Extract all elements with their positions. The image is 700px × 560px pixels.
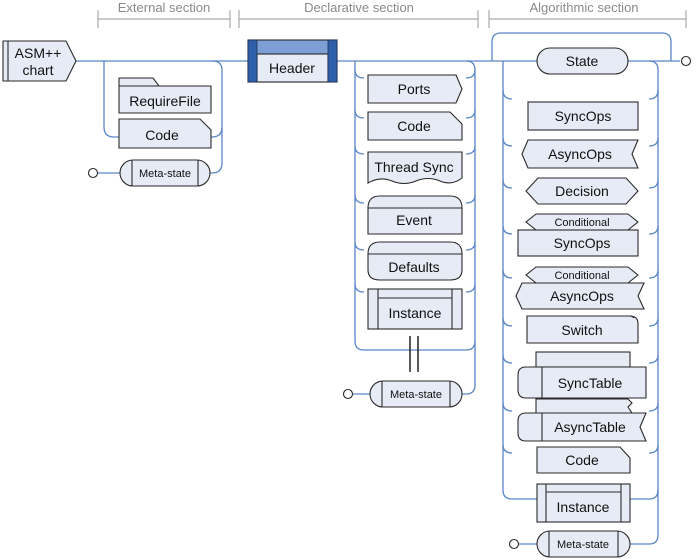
external-code-box: Code [118, 118, 212, 149]
algorithmic-decision-label: Decision [555, 183, 609, 199]
external-require-file-box: RequireFile [118, 77, 212, 114]
declarative-event-label: Event [396, 212, 432, 228]
algorithmic-conditional-sync-ops-box: Conditional SyncOps [517, 213, 639, 257]
header-box: Header [247, 39, 338, 83]
algorithmic-async-table-box: AsyncTable [517, 398, 647, 442]
algorithmic-sync-ops-box: SyncOps [527, 101, 639, 131]
declarative-code-label: Code [397, 118, 431, 134]
algorithmic-state-box: State [536, 47, 629, 75]
algorithmic-async-table-label: AsyncTable [554, 419, 626, 435]
algorithmic-conditional-async-top-label: Conditional [554, 270, 609, 282]
section-bracket-algorithmic: Algorithmic section [488, 0, 687, 28]
declarative-ports-box: Ports [367, 74, 463, 104]
algorithmic-conditional-async-ops-box: Conditional AsyncOps [515, 266, 645, 310]
algorithmic-conditional-async-bottom-label: AsyncOps [550, 288, 614, 304]
algorithmic-decision-box: Decision [525, 177, 639, 205]
declarative-meta-state-label: Meta-state [390, 389, 442, 401]
declarative-ports-label: Ports [398, 81, 431, 97]
algorithmic-meta-state-box: Meta-state [508, 530, 631, 558]
algorithmic-meta-state-label: Meta-state [557, 539, 609, 551]
start-node-asm-chart: ASM++ chart [2, 40, 77, 82]
end-connector-circle [680, 55, 692, 67]
start-label-line1: ASM++ [15, 45, 62, 61]
section-label-external: External section [118, 0, 211, 15]
external-meta-state-box: Meta-state [87, 159, 211, 187]
declarative-meta-state-box: Meta-state [342, 380, 463, 408]
start-label-line2: chart [22, 62, 53, 78]
algorithmic-code-label: Code [565, 452, 599, 468]
algorithmic-state-label: State [566, 53, 599, 69]
section-label-declarative: Declarative section [304, 0, 414, 15]
external-meta-state-label: Meta-state [139, 168, 191, 180]
external-code-label: Code [145, 127, 179, 143]
external-require-file-label: RequireFile [129, 93, 201, 109]
algorithmic-switch-box: Switch [526, 315, 639, 344]
algorithmic-sync-table-box: SyncTable [517, 351, 647, 399]
algorithmic-instance-label: Instance [557, 499, 610, 515]
section-label-algorithmic: Algorithmic section [529, 0, 638, 15]
declarative-code-box: Code [367, 111, 463, 141]
algorithmic-conditional-sync-top-label: Conditional [554, 217, 609, 229]
section-bracket-external: External section [97, 0, 231, 28]
section-bracket-declarative: Declarative section [238, 0, 479, 28]
algorithmic-sync-table-label: SyncTable [558, 375, 623, 391]
header-label: Header [269, 60, 315, 76]
declarative-thread-sync-box: Thread Sync [367, 151, 463, 185]
declarative-instance-box: Instance [367, 288, 463, 330]
declarative-defaults-box: Defaults [367, 241, 463, 281]
algorithmic-sync-ops-label: SyncOps [555, 108, 612, 124]
declarative-defaults-label: Defaults [388, 259, 439, 275]
algorithmic-async-ops-label: AsyncOps [548, 146, 612, 162]
declarative-instance-label: Instance [389, 305, 442, 321]
algorithmic-conditional-sync-bottom-label: SyncOps [554, 235, 611, 251]
declarative-event-box: Event [367, 195, 463, 235]
declarative-thread-sync-label: Thread Sync [374, 159, 453, 175]
algorithmic-async-ops-box: AsyncOps [521, 139, 639, 169]
algorithmic-code-box: Code [536, 446, 631, 474]
algorithmic-switch-label: Switch [561, 322, 602, 338]
connection-wires [76, 32, 680, 545]
algorithmic-instance-box: Instance [536, 483, 631, 523]
